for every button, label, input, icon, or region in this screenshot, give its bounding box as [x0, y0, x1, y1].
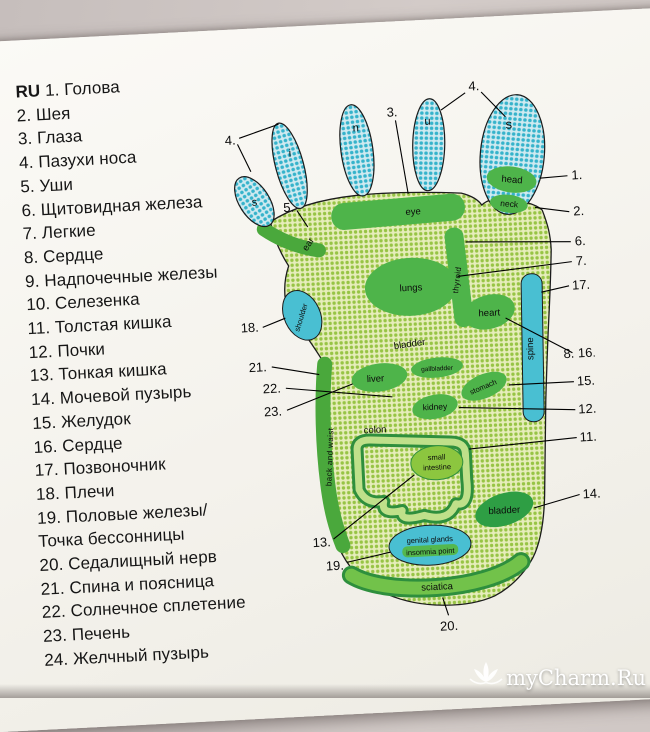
callout-7: 7.: [575, 253, 587, 269]
thyroid-label: thyroid: [451, 266, 463, 294]
small-intestine-label-1: small: [428, 452, 446, 462]
toe-third: [339, 104, 375, 197]
spine-label: spine: [525, 337, 536, 360]
liver-zone: [351, 363, 408, 392]
callout-17: 17.: [572, 277, 591, 293]
insomnia-point-highlight: [402, 543, 459, 558]
heart-label: heart: [478, 307, 501, 319]
zones: eye ear lungs thyroid heart spine should…: [282, 193, 545, 598]
bladder-lower-zone: [475, 491, 534, 528]
eye-zone: [331, 193, 465, 230]
callout-18: 18.: [240, 320, 259, 336]
genital-glands-label: genital glands: [406, 534, 453, 545]
callout-13: 13.: [312, 534, 331, 550]
back-and-waist-band: [315, 356, 351, 554]
back-and-waist-label: back and waist: [324, 427, 335, 486]
callout-8-16: 8. 16.: [563, 345, 596, 362]
toe-fourth: [412, 98, 446, 192]
sciatica-zone-inner: [344, 555, 528, 595]
watermark-text: myCharm.Ru: [506, 666, 646, 690]
callout-2: 2.: [573, 203, 585, 219]
small-intestine-zone: [410, 445, 464, 481]
callout-14: 14.: [582, 485, 601, 501]
reflexology-card: RU 1. Голова 2. Шея 3. Глаза 4. Пазухи н…: [0, 7, 650, 732]
legend-item-text: 1. Голова: [44, 77, 121, 101]
toe-small: [234, 176, 275, 228]
foot-reflexology-diagram: s i n u s head neck eye ear lungs thyroi…: [224, 78, 601, 634]
toe-letter-i: i: [288, 148, 291, 160]
toe-letter-s1: s: [251, 196, 258, 208]
toe-second: [271, 122, 308, 210]
lotus-icon: [469, 662, 503, 685]
bladder-lower-label: bladder: [488, 505, 520, 518]
callout-4-left: 4.: [224, 132, 236, 148]
callout-20: 20.: [440, 618, 459, 634]
bladder-upper-label: bladder: [393, 337, 426, 352]
callout-19: 19.: [325, 558, 344, 574]
colon-zone-inner: [353, 436, 471, 522]
watermark: myCharm.Ru: [468, 660, 646, 690]
callout-4-right: 4.: [468, 78, 480, 94]
callout-23: 23.: [264, 403, 283, 419]
lungs-zone: [364, 257, 457, 316]
kidney-zone: [412, 394, 458, 420]
shoulder-zone: [282, 290, 323, 341]
kidney-label: kidney: [422, 401, 448, 412]
callout-12: 12.: [578, 401, 597, 417]
insomnia-point-label: insomnia point: [406, 546, 456, 557]
neck-zone: [489, 194, 528, 213]
toe-letter-u: u: [424, 116, 431, 128]
head-zone: [486, 166, 537, 193]
callout-3: 3.: [386, 104, 398, 120]
callout-6: 6.: [574, 233, 586, 249]
callout-21: 21.: [248, 359, 267, 375]
toe-letter-n: n: [352, 122, 359, 134]
spine-zone: [520, 273, 545, 423]
callout-22: 22.: [262, 381, 281, 397]
eye-label: eye: [405, 206, 421, 218]
callout-11: 11.: [579, 429, 597, 445]
neck-label: neck: [500, 198, 520, 210]
head-neck-zones: head neck: [486, 166, 537, 213]
lungs-label: lungs: [399, 282, 422, 294]
sciatica-label: sciatica: [421, 581, 454, 594]
callout-lines: [236, 91, 580, 616]
stomach-zone: [461, 371, 507, 401]
big-toe-letter-s: s: [505, 116, 513, 131]
callout-5: 5.: [283, 200, 295, 216]
gallbladder-label: gallbladder: [421, 365, 454, 374]
callout-1: 1.: [571, 167, 583, 183]
gallbladder-zone: [411, 357, 463, 378]
foot-outline: [269, 191, 552, 606]
liver-label: liver: [367, 373, 385, 385]
heart-zone: [463, 294, 515, 330]
head-label: head: [501, 174, 523, 187]
ear-zone-band: [256, 222, 326, 258]
thyroid-zone: [444, 227, 474, 328]
legend-lang-tag: RU: [15, 81, 41, 102]
callout-15: 15.: [576, 373, 595, 389]
callout-numbers: 4. 5. 3. 4. 1. 2. 6. 7. 17. 8. 16. 15. 1…: [224, 78, 601, 634]
colon-label: colon: [363, 424, 386, 436]
small-intestine-label-2: intestine: [423, 462, 451, 472]
